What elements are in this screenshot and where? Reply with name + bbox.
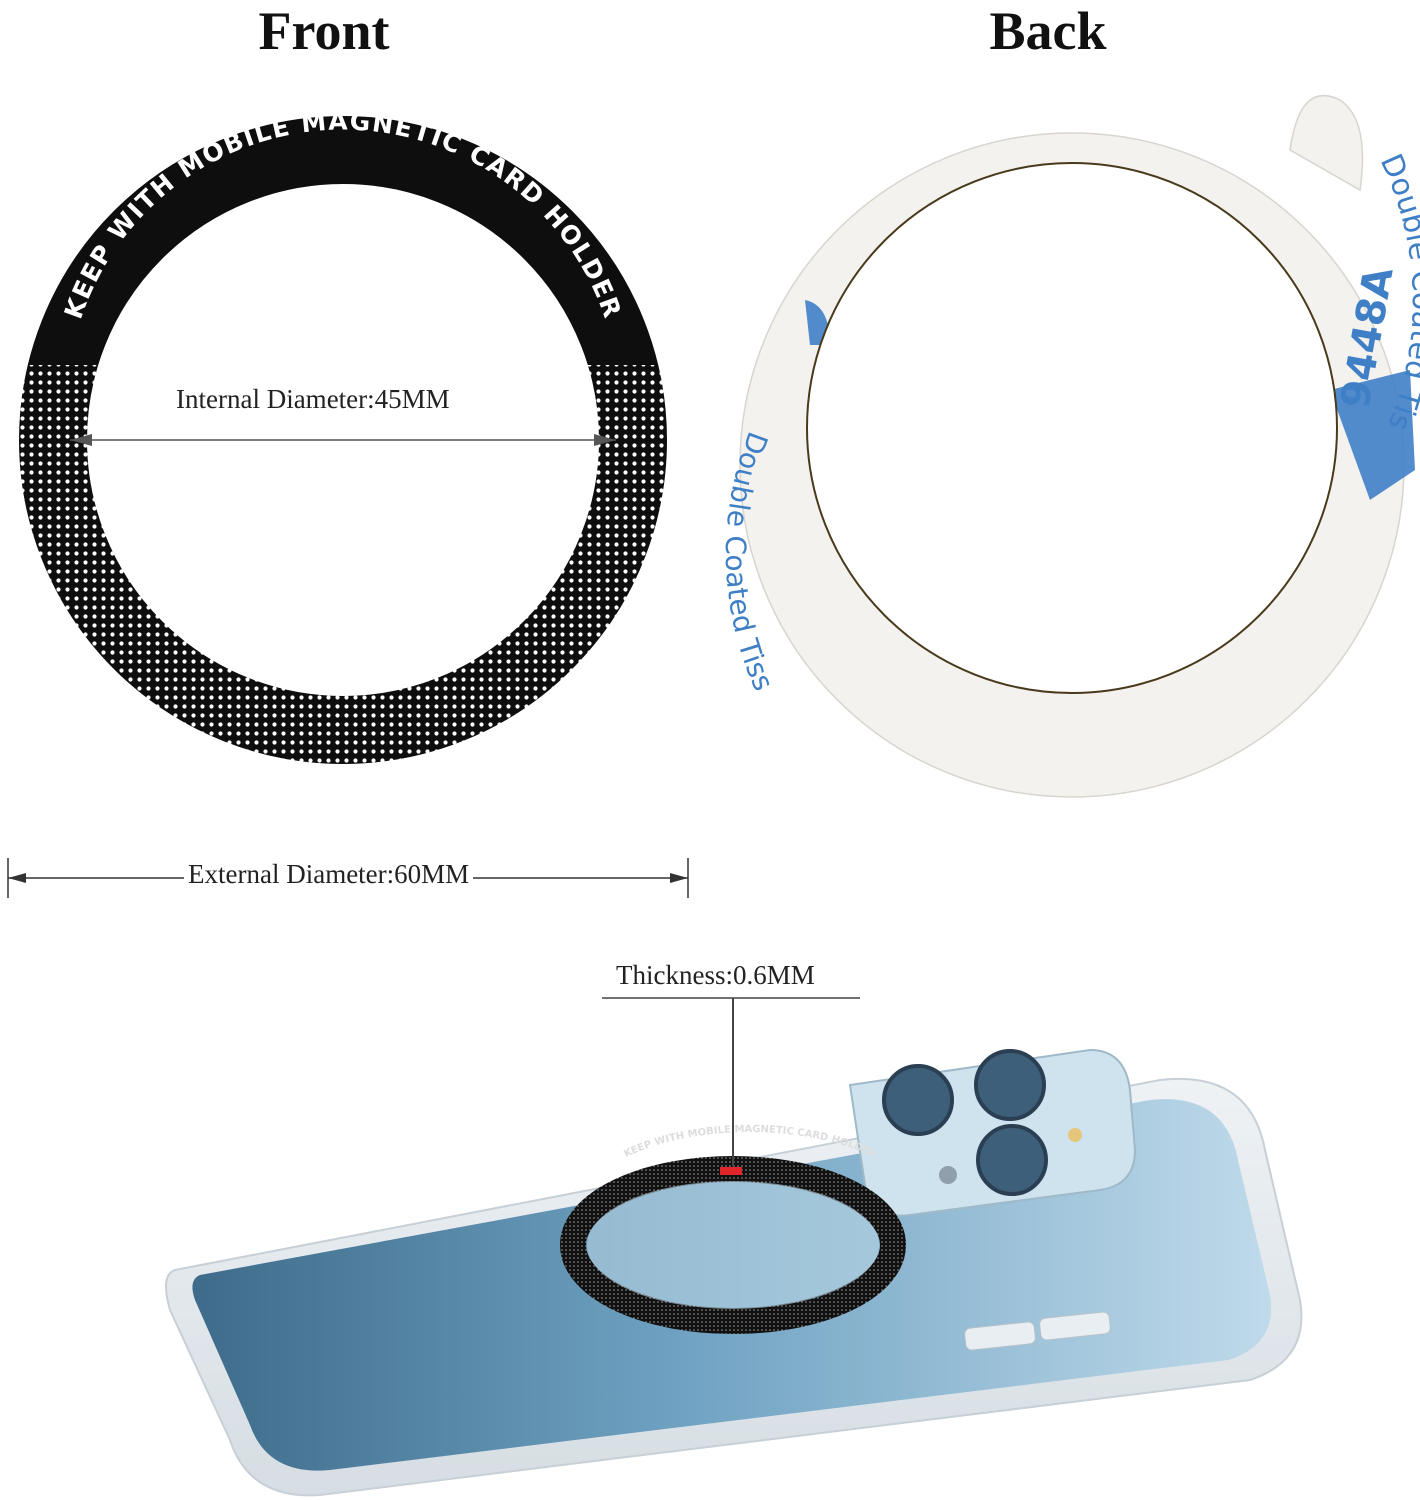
phone-side-button [1039,1311,1111,1341]
back-heading: Back [989,1,1107,61]
thickness-callout [602,997,860,1166]
internal-diameter-label: Internal Diameter:45MM [176,384,450,414]
phone-side-button [964,1321,1036,1351]
front-ring-solid-band [27,116,659,365]
thickness-label: Thickness:0.6MM [616,960,815,991]
liner-inner-hole [806,162,1338,694]
camera-sensor [939,1166,957,1184]
front-ring: KEEP WITH MOBILE MAGNETIC CARD HOLDER [19,106,667,764]
liner-pull-tab [1289,94,1364,192]
camera-flash [1068,1128,1082,1142]
liner-logo-mark [1330,370,1415,500]
camera-lens-1 [882,1064,954,1136]
thickness-marker [720,1167,742,1175]
internal-diameter-arrow [70,434,616,446]
front-ring-dotted-band [19,365,667,764]
phone-illustration: KEEP WITH MOBILE MAGNETIC CARD HOLDER [165,1048,1303,1497]
camera-lens-2 [974,1049,1046,1121]
front-heading: Front [258,1,390,61]
camera-lens-3 [976,1124,1048,1196]
external-diameter-label: External Diameter:60MM [184,859,474,890]
